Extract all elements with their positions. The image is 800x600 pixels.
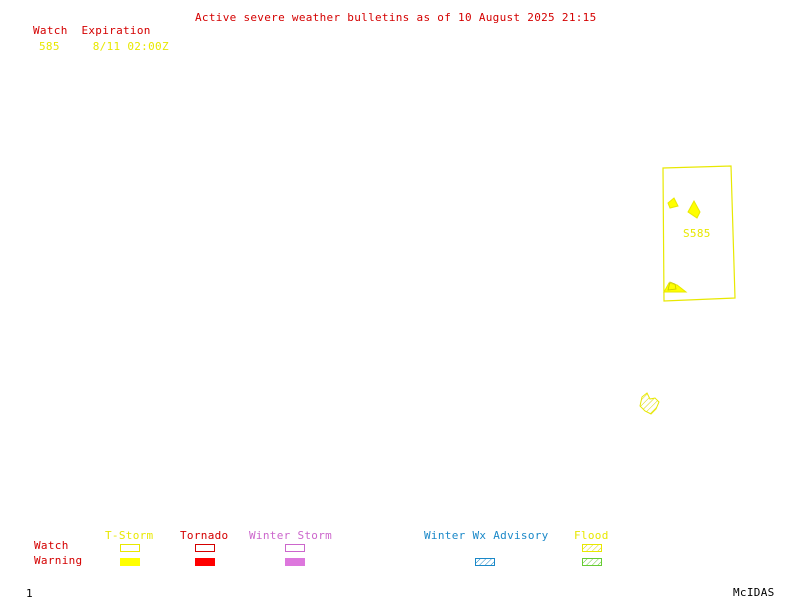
page-title: Active severe weather bulletins as of 10… — [195, 11, 597, 24]
legend-tornado-watch-swatch — [195, 544, 215, 552]
legend-row-warning: Warning — [34, 554, 83, 567]
watch-585-polygon[interactable] — [662, 165, 736, 302]
legend-tornado-warning-swatch — [195, 558, 215, 566]
legend-tstorm-label: T-Storm — [105, 529, 154, 542]
warning-area-3-outline — [667, 281, 677, 291]
legend-winter-wx-label: Winter Wx Advisory — [424, 529, 549, 542]
legend-flood-watch-swatch — [582, 544, 602, 552]
legend-flood-warning-swatch — [582, 558, 602, 566]
brand-label: McIDAS — [733, 586, 775, 599]
watch-polygon-label: S585 — [683, 227, 711, 240]
legend-row-watch: Watch — [34, 539, 69, 552]
legend-winter-wx-swatch — [475, 558, 495, 566]
legend-winter-storm-watch-swatch — [285, 544, 305, 552]
legend-tstorm-warning-swatch — [120, 558, 140, 566]
legend-tornado-label: Tornado — [180, 529, 229, 542]
flood-area[interactable] — [639, 392, 660, 415]
watch-table-row[interactable]: 585 8/11 02:00Z — [39, 41, 169, 53]
warning-area-1[interactable] — [667, 197, 679, 209]
frame-number: 1 — [26, 587, 33, 600]
legend-winter-storm-warning-swatch — [285, 558, 305, 566]
watch-expiration: 8/11 02:00Z — [92, 40, 169, 53]
legend-winter-storm-label: Winter Storm — [249, 529, 333, 542]
warning-area-2[interactable] — [687, 199, 701, 219]
legend-flood-label: Flood — [574, 529, 609, 542]
watch-table-header: Watch Expiration — [33, 24, 151, 37]
watch-number: 585 — [39, 40, 60, 53]
legend-tstorm-watch-swatch — [120, 544, 140, 552]
